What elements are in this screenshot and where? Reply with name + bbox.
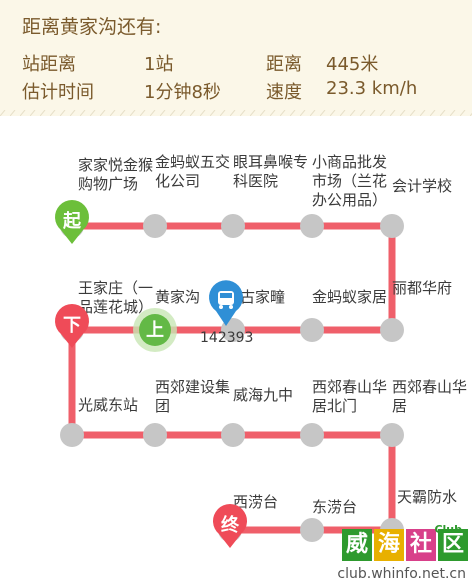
stop-label-line: 购物广场 xyxy=(78,175,138,193)
stop-label: 黄家沟 xyxy=(155,288,200,306)
stop-dot[interactable] xyxy=(300,423,324,447)
watermark-club: Club xyxy=(434,523,462,536)
stop-label-line: 办公用品） xyxy=(312,191,387,209)
marker-上[interactable]: 上 xyxy=(133,308,177,352)
bus-icon xyxy=(218,291,234,309)
speed-value: 23.3 km/h xyxy=(326,78,418,99)
watermark-logo: 威 海 社 区 Club club.whinfo.net.cn xyxy=(337,523,472,584)
bus-id: 142393 xyxy=(200,330,253,346)
stop-label: 金蚂蚁家居 xyxy=(312,288,387,306)
marker-label: 终 xyxy=(221,514,240,536)
pin-icon xyxy=(55,200,90,244)
time-label: 估计时间 xyxy=(22,82,94,103)
stop-label-line: 王家庄（一 xyxy=(78,279,153,297)
stop-dot[interactable] xyxy=(143,214,167,238)
info-divider xyxy=(0,110,472,116)
stop-label-line: 金蚂蚁家居 xyxy=(312,288,387,306)
stop-label: 西涝台 xyxy=(233,493,278,511)
stop-label: 家家悦金猴购物广场 xyxy=(78,156,153,193)
route-map: 家家悦金猴购物广场金蚂蚁五交化公司眼耳鼻喉专科医院小商品批发市场（兰花办公用品）… xyxy=(0,110,472,548)
pin-icon xyxy=(55,304,90,348)
distance-info-panel: 距离黄家沟还有: 站距离 1站 距离 445米 估计时间 1分钟8秒 速度 23… xyxy=(0,0,472,110)
distance-value: 445米 xyxy=(326,54,379,75)
stop-label: 丽都华府 xyxy=(392,279,452,297)
stop-label: 古家疃 xyxy=(240,288,285,306)
stop-label: 西郊春山华居 xyxy=(392,378,467,415)
stop-label-line: 化公司 xyxy=(155,172,200,190)
stop-dot[interactable] xyxy=(380,318,404,342)
stop-label: 小商品批发市场（兰花办公用品） xyxy=(312,153,387,209)
watermark-char: 威 xyxy=(342,529,372,561)
stop-label-line: 金蚂蚁五交 xyxy=(155,153,230,171)
stop-label-line: 西涝台 xyxy=(233,493,278,511)
marker-下[interactable]: 下 xyxy=(55,304,90,348)
stop-label-line: 眼耳鼻喉专 xyxy=(233,153,308,171)
stop-label-line: 威海九中 xyxy=(233,386,293,404)
stop-label: 光威东站 xyxy=(78,396,138,414)
stops-value: 1站 xyxy=(144,54,174,75)
stop-label: 会计学校 xyxy=(392,177,452,195)
stop-dot[interactable] xyxy=(60,423,84,447)
watermark-url: club.whinfo.net.cn xyxy=(337,566,466,582)
pin-icon xyxy=(213,504,247,548)
stop-dot[interactable] xyxy=(380,214,404,238)
marker-起[interactable]: 起 xyxy=(55,200,90,244)
stop-label-line: 西郊春山华 xyxy=(312,378,387,396)
stop-label: 天霸防水 xyxy=(397,488,457,506)
stop-label: 西郊建设集团 xyxy=(155,378,230,415)
stop-label-line: 居北门 xyxy=(312,397,357,415)
stop-label-line: 小商品批发 xyxy=(312,153,387,171)
stop-label-line: 丽都华府 xyxy=(392,279,452,297)
stop-label: 威海九中 xyxy=(233,386,293,404)
stop-label: 眼耳鼻喉专科医院 xyxy=(233,153,308,190)
stop-label-line: 东涝台 xyxy=(312,498,357,516)
marker-label: 下 xyxy=(63,315,81,336)
stop-dot[interactable] xyxy=(300,518,324,542)
stop-dot[interactable] xyxy=(221,214,245,238)
destination-title: 距离黄家沟还有: xyxy=(22,16,162,38)
watermark-char: 社 xyxy=(406,529,436,561)
stop-dot[interactable] xyxy=(221,423,245,447)
current-stop-marker[interactable] xyxy=(139,314,171,346)
stop-label-line: 光威东站 xyxy=(78,396,138,414)
marker-终[interactable]: 终 xyxy=(213,504,247,548)
stop-label: 金蚂蚁五交化公司 xyxy=(155,153,230,190)
stop-label-line: 古家疃 xyxy=(240,288,285,306)
bus-marker[interactable]: 142393 xyxy=(200,280,253,346)
stop-dot[interactable] xyxy=(380,423,404,447)
time-value: 1分钟8秒 xyxy=(144,82,221,103)
stop-dot[interactable] xyxy=(300,214,324,238)
watermark-char: 区 xyxy=(438,529,468,561)
stop-label-line: 西郊春山华 xyxy=(392,378,467,396)
speed-label: 速度 xyxy=(266,82,302,103)
stop-dot[interactable] xyxy=(143,423,167,447)
stops-label: 站距离 xyxy=(22,54,76,75)
stop-label: 东涝台 xyxy=(312,498,357,516)
stop-label-line: 会计学校 xyxy=(392,177,452,195)
stop-label-line: 市场（兰花 xyxy=(312,172,387,190)
route-line xyxy=(68,222,396,534)
marker-label: 上 xyxy=(146,320,164,341)
stop-label-line: 科医院 xyxy=(233,172,278,190)
stop-label: 西郊春山华居北门 xyxy=(312,378,387,415)
stop-label-line: 家家悦金猴 xyxy=(78,156,153,174)
stop-label-line: 西郊建设集 xyxy=(155,378,230,396)
stop-label-line: 品莲花城） xyxy=(78,298,153,316)
stop-dot[interactable] xyxy=(300,318,324,342)
watermark-char: 海 xyxy=(374,529,404,561)
stop-label-line: 居 xyxy=(392,397,407,415)
stop-label-line: 天霸防水 xyxy=(397,488,457,506)
stop-label-line: 团 xyxy=(155,397,170,415)
marker-label: 起 xyxy=(62,210,82,232)
stop-label: 王家庄（一品莲花城） xyxy=(78,279,153,316)
distance-label: 距离 xyxy=(266,54,302,75)
stop-label-line: 黄家沟 xyxy=(155,288,200,306)
